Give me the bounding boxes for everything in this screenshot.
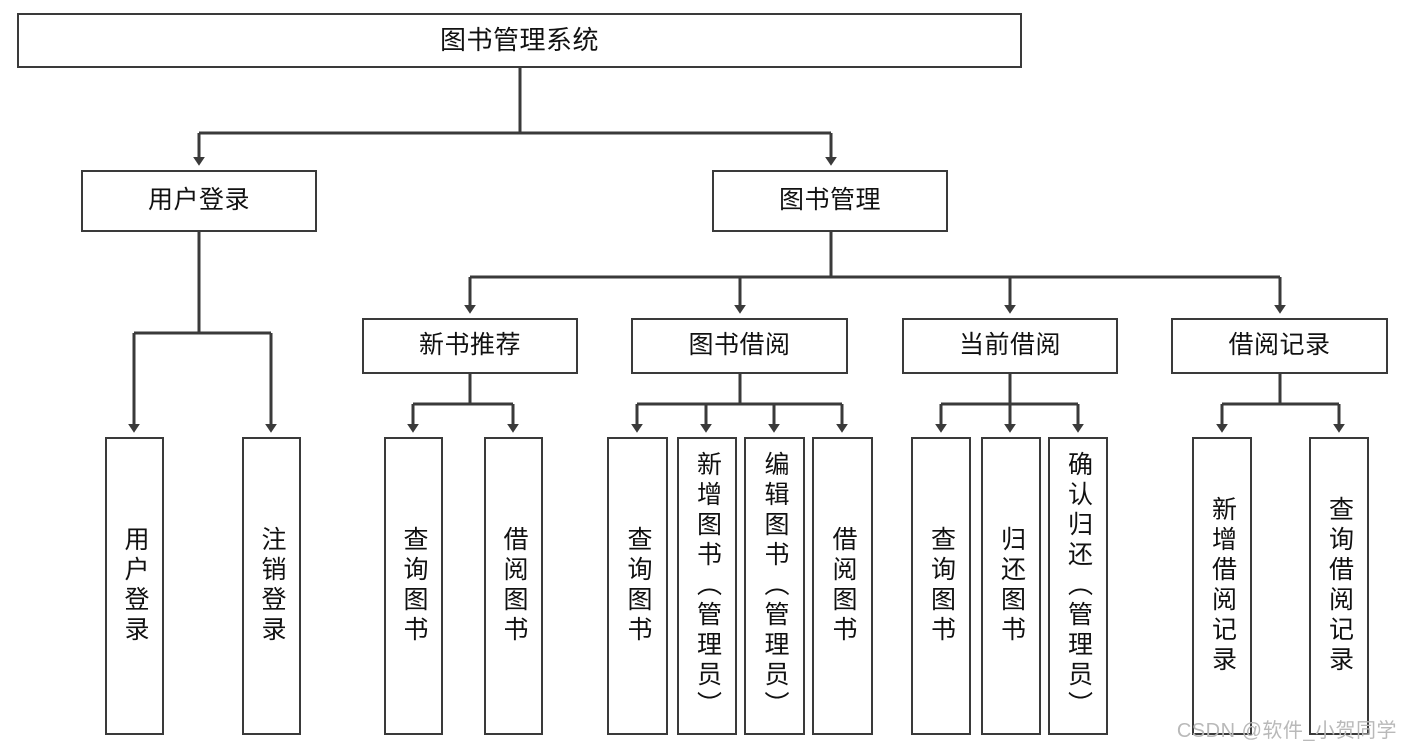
leaf-add-book-admin[interactable]: 新增图书（管理员）	[677, 437, 737, 735]
node-user-login-label: 用户登录	[147, 186, 250, 215]
leaf-return-book[interactable]: 归还图书	[981, 437, 1041, 735]
leaf-confirm-return-admin-label: 确认归还（管理员）	[1064, 451, 1093, 721]
node-book-management[interactable]: 图书管理	[712, 170, 948, 232]
leaf-user-login[interactable]: 用户登录	[105, 437, 164, 735]
leaf-edit-book-admin[interactable]: 编辑图书（管理员）	[744, 437, 805, 735]
leaf-edit-book-admin-label: 编辑图书（管理员）	[761, 451, 789, 721]
node-new-book-recommend[interactable]: 新书推荐	[362, 318, 578, 374]
node-borrow-records[interactable]: 借阅记录	[1171, 318, 1388, 374]
leaf-query-book-current[interactable]: 查询图书	[911, 437, 971, 735]
node-book-borrow-label: 图书借阅	[688, 331, 791, 360]
node-book-management-label: 图书管理	[778, 186, 881, 215]
leaf-query-borrow-record[interactable]: 查询借阅记录	[1309, 437, 1369, 735]
csdn-watermark: CSDN @软件_小贺同学	[1176, 720, 1397, 742]
leaf-add-borrow-record[interactable]: 新增借阅记录	[1192, 437, 1252, 735]
leaf-query-book-recommend-label: 查询图书	[400, 526, 428, 646]
leaf-user-login-label: 用户登录	[121, 526, 149, 646]
node-current-borrow[interactable]: 当前借阅	[902, 318, 1118, 374]
node-current-borrow-label: 当前借阅	[958, 331, 1061, 360]
node-new-book-recommend-label: 新书推荐	[418, 331, 521, 360]
leaf-borrow-book-recommend-label: 借阅图书	[500, 526, 528, 646]
leaf-borrow-book-recommend[interactable]: 借阅图书	[484, 437, 543, 735]
leaf-logout-label: 注销登录	[258, 526, 286, 646]
leaf-query-book-borrow-label: 查询图书	[624, 526, 652, 646]
node-borrow-records-label: 借阅记录	[1228, 331, 1331, 360]
leaf-confirm-return-admin[interactable]: 确认归还（管理员）	[1048, 437, 1108, 735]
leaf-query-borrow-record-label: 查询借阅记录	[1325, 496, 1354, 676]
leaf-add-borrow-record-label: 新增借阅记录	[1208, 496, 1237, 676]
node-root-label: 图书管理系统	[439, 25, 599, 56]
leaf-borrow-book-label: 借阅图书	[829, 526, 857, 646]
leaf-add-book-admin-label: 新增图书（管理员）	[693, 451, 722, 721]
leaf-query-book-borrow[interactable]: 查询图书	[607, 437, 668, 735]
leaf-return-book-label: 归还图书	[997, 526, 1026, 646]
leaf-logout[interactable]: 注销登录	[242, 437, 301, 735]
leaf-borrow-book[interactable]: 借阅图书	[812, 437, 873, 735]
node-book-borrow[interactable]: 图书借阅	[631, 318, 848, 374]
node-user-login[interactable]: 用户登录	[81, 170, 317, 232]
leaf-query-book-current-label: 查询图书	[927, 526, 956, 646]
leaf-query-book-recommend[interactable]: 查询图书	[384, 437, 443, 735]
node-root-book-management-system[interactable]: 图书管理系统	[17, 13, 1022, 68]
